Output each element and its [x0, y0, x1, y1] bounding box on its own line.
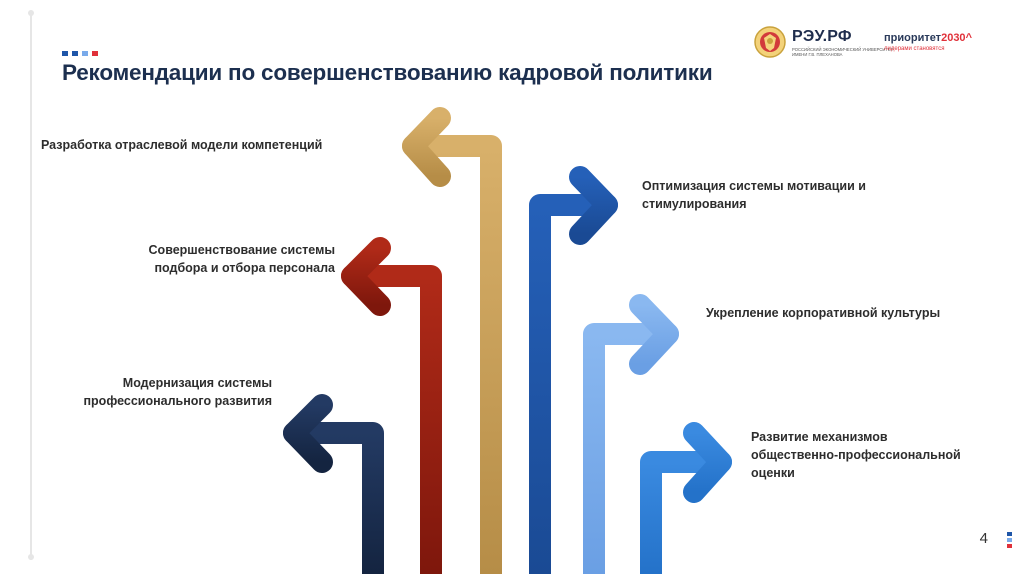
- priority-word: приоритет: [884, 32, 942, 44]
- page-marks: [1007, 532, 1012, 550]
- priority-2030-logo[interactable]: приоритет2030^ лидерами становятся: [884, 32, 972, 52]
- page-mark: [1007, 532, 1012, 536]
- page-title: Рекомендации по совершенствованию кадров…: [62, 60, 713, 85]
- line-top-dot: [28, 10, 34, 16]
- accent-square: [82, 51, 88, 56]
- label-development: Модернизация системы профессионального р…: [83, 376, 273, 408]
- label-assessment: Развитие механизмов общественно-професси…: [751, 430, 961, 480]
- label-culture: Укрепление корпоративной культуры: [706, 306, 941, 320]
- arrow-competencies: [402, 107, 502, 574]
- arrow-motivation: [529, 166, 618, 574]
- line-bottom-dot: [28, 554, 34, 560]
- title-accent-squares: [62, 51, 98, 56]
- rzu-logo-text: РЭУ.РФ: [792, 28, 852, 45]
- arrow-assessment: [640, 422, 732, 574]
- rzu-logo[interactable]: РЭУ.РФ РОССИЙСКИЙ ЭКОНОМИЧЕСКИЙ УНИВЕРСИ…: [792, 28, 894, 58]
- label-recruitment: Совершенствование системы подбора и отбо…: [148, 243, 335, 275]
- priority-mark: ^: [965, 32, 972, 44]
- label-motivation: Оптимизация системы мотивации и стимулир…: [642, 179, 866, 211]
- university-emblem-icon: [754, 26, 786, 58]
- priority-subtitle: лидерами становятся: [884, 46, 945, 52]
- accent-square: [72, 51, 78, 56]
- page-mark: [1007, 538, 1012, 542]
- accent-square: [92, 51, 98, 56]
- accent-square: [62, 51, 68, 56]
- page-mark: [1007, 544, 1012, 548]
- priority-num: 2030: [941, 32, 966, 44]
- left-decorative-line: [28, 10, 34, 560]
- arrow-recruitment: [341, 237, 442, 574]
- arrow-culture: [583, 294, 679, 574]
- arrow-development: [283, 394, 384, 574]
- page-number: 4: [979, 530, 988, 547]
- rzu-logo-sub-1: РОССИЙСКИЙ ЭКОНОМИЧЕСКИЙ УНИВЕРСИТЕТ: [792, 47, 894, 52]
- rzu-logo-sub-2: ИМЕНИ Г.В. ПЛЕХАНОВА: [792, 52, 843, 57]
- label-competencies: Разработка отраслевой модели компетенций: [41, 138, 323, 152]
